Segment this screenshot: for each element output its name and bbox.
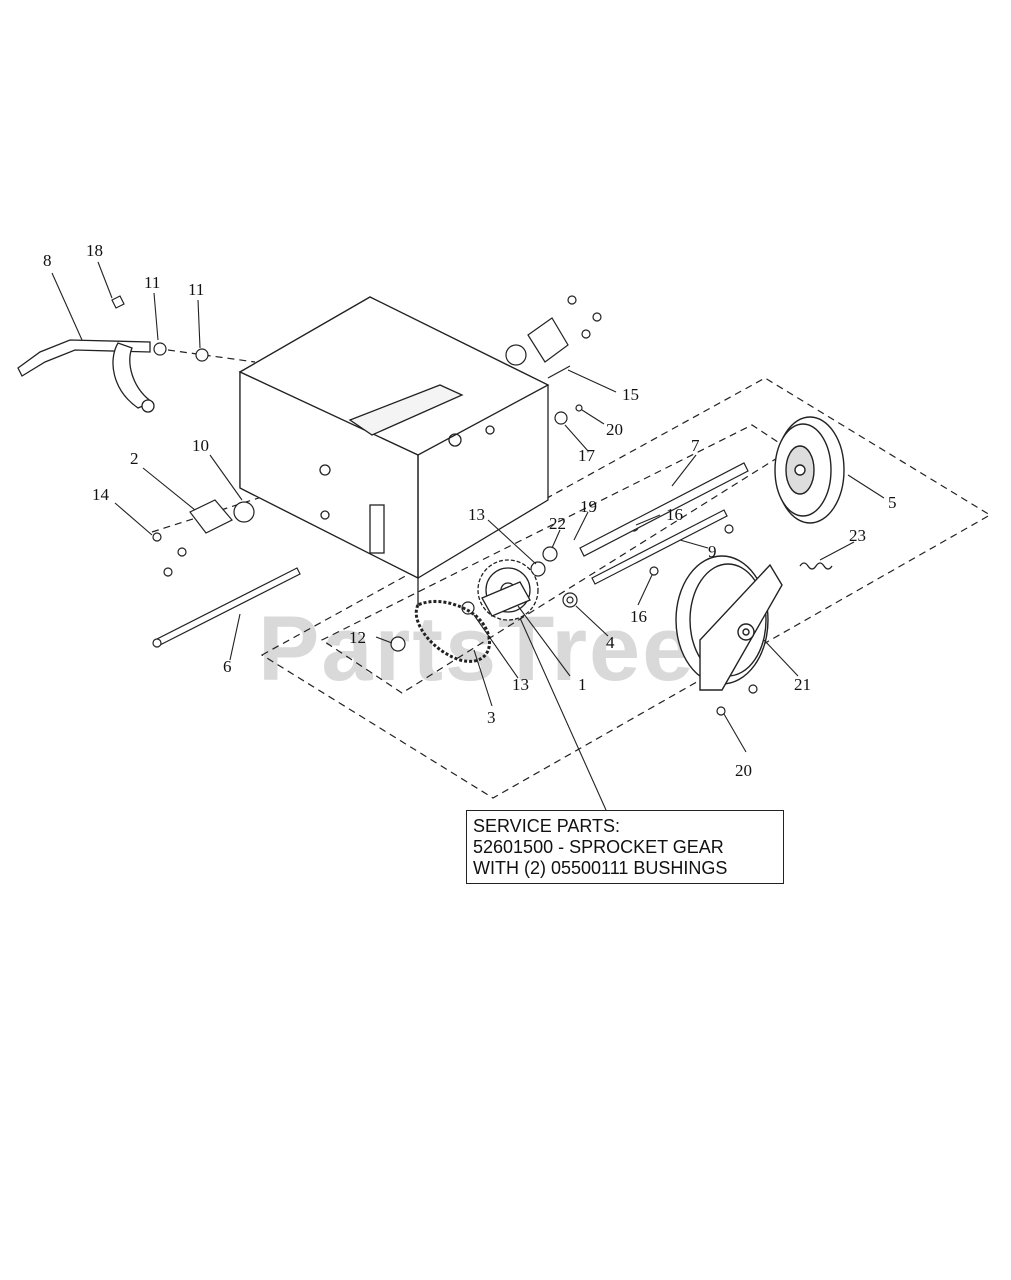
callout-13: 13: [468, 505, 485, 524]
service-parts-line: 52601500 - SPROCKET GEAR: [473, 837, 724, 857]
callout-23: 23: [849, 526, 866, 545]
callout-16: 16: [666, 505, 683, 524]
shift-lever: [17, 339, 155, 413]
callout-22: 22: [549, 514, 566, 533]
shaft-6: [152, 567, 301, 648]
callout-1: 1: [578, 675, 587, 694]
callout-7: 7: [691, 436, 700, 455]
drive-chain: [414, 599, 491, 663]
leader-lines: [51, 261, 885, 811]
callout-3: 3: [487, 708, 496, 727]
service-parts-heading: SERVICE PARTS:: [473, 816, 621, 836]
callout-8: 8: [43, 251, 52, 270]
callout-11: 11: [188, 280, 204, 299]
callout-16: 16: [630, 607, 647, 626]
callout-19: 19: [580, 497, 597, 516]
callout-9: 9: [708, 542, 717, 561]
pulley-5: [774, 416, 845, 524]
callout-12: 12: [349, 628, 366, 647]
callout-6: 6: [223, 657, 232, 676]
frame-housing: [238, 296, 550, 605]
callout-4: 4: [606, 633, 615, 652]
service-parts-line: WITH (2) 05500111 BUSHINGS: [473, 858, 728, 878]
hub-4: [562, 592, 578, 608]
callout-5: 5: [888, 493, 897, 512]
callout-14: 14: [92, 485, 110, 504]
shafts-7-9: [579, 462, 749, 585]
callout-18: 18: [86, 241, 103, 260]
callout-15: 15: [622, 385, 639, 404]
callout-13: 13: [512, 675, 529, 694]
callout-21: 21: [794, 675, 811, 694]
callout-numbers: 8 18 11 11 15 20 17 7 5 2 10 14 13 22 19…: [43, 241, 897, 780]
spring-23: [799, 562, 833, 570]
sprocket-gear: [477, 559, 539, 621]
service-parts-box: SERVICE PARTS: 52601500 - SPROCKET GEAR …: [466, 810, 784, 884]
callout-17: 17: [578, 446, 596, 465]
drive-assembly-21: [675, 555, 783, 691]
callout-11: 11: [144, 273, 160, 292]
callout-20: 20: [606, 420, 623, 439]
callout-20: 20: [735, 761, 752, 780]
callout-2: 2: [130, 449, 139, 468]
hardware-parts: [111, 295, 758, 716]
callout-10: 10: [192, 436, 209, 455]
